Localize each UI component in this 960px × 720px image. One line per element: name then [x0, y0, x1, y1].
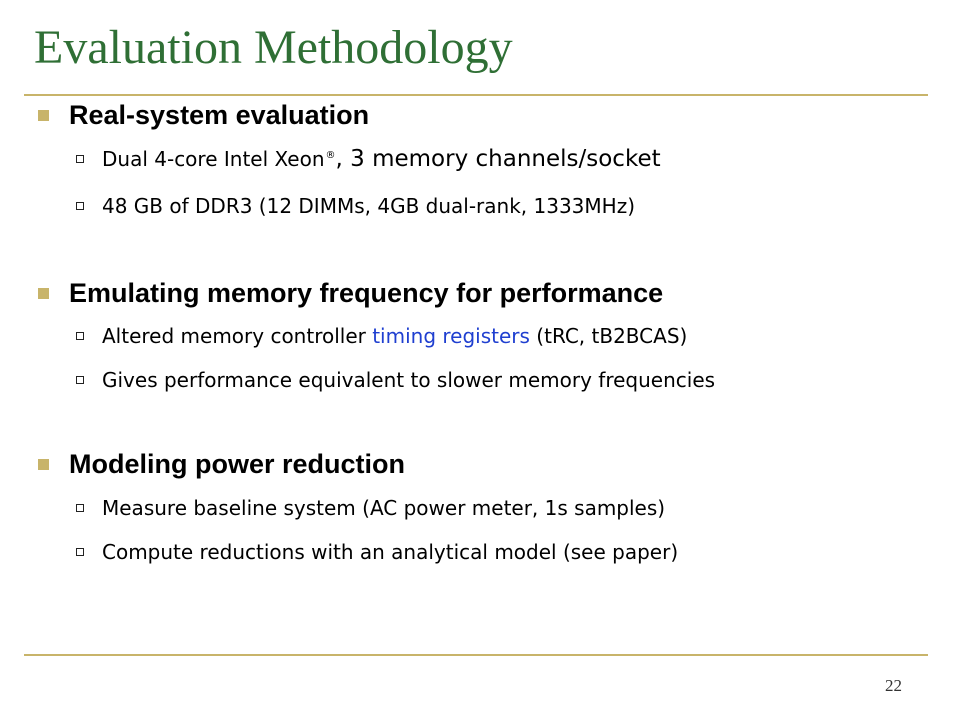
sub-bullet-square-icon: [76, 548, 84, 556]
sub-item-text: Dual 4-core Intel Xeon®, 3 memory channe…: [102, 146, 661, 172]
sub-item-cpu: Dual 4-core Intel Xeon®, 3 memory channe…: [76, 146, 661, 172]
sub-bullet-square-icon: [76, 376, 84, 384]
sub-bullet-square-icon: [76, 155, 84, 163]
sub-item-text: Measure baseline system (AC power meter,…: [102, 496, 666, 520]
sub-item-text: Altered memory controller timing registe…: [102, 324, 687, 348]
sub-item-timing-registers: Altered memory controller timing registe…: [76, 324, 687, 348]
sub-item-text-part: (tRC, tB2BCAS): [529, 324, 688, 348]
sub-item-performance: Gives performance equivalent to slower m…: [76, 368, 715, 392]
sub-bullet-square-icon: [76, 202, 84, 210]
highlighted-term: timing registers: [372, 324, 530, 348]
section-modeling-power: Modeling power reduction: [38, 449, 405, 480]
sub-item-text-part: Altered memory controller: [102, 324, 373, 348]
section-heading: Emulating memory frequency for performan…: [69, 278, 664, 308]
sub-bullet-square-icon: [76, 332, 84, 340]
sub-item-baseline: Measure baseline system (AC power meter,…: [76, 496, 665, 520]
sub-item-memory: 48 GB of DDR3 (12 DIMMs, 4GB dual-rank, …: [76, 194, 635, 218]
footer-divider: [24, 654, 928, 656]
section-heading: Real-system evaluation: [69, 100, 370, 130]
bullet-square-icon: [38, 110, 49, 121]
section-emulating-frequency: Emulating memory frequency for performan…: [38, 278, 663, 309]
page-number: 22: [885, 676, 902, 695]
registered-mark: ®: [325, 150, 336, 162]
sub-item-text: Gives performance equivalent to slower m…: [102, 368, 716, 392]
sub-item-text-part: Dual 4-core Intel Xeon: [102, 147, 325, 171]
sub-item-text-part: , 3 memory channels/socket: [335, 146, 661, 172]
sub-item-text: 48 GB of DDR3 (12 DIMMs, 4GB dual-rank, …: [102, 194, 635, 218]
sub-item-text: Compute reductions with an analytical mo…: [102, 540, 679, 564]
bullet-square-icon: [38, 459, 49, 470]
section-heading: Modeling power reduction: [69, 449, 405, 479]
slide-title: Evaluation Methodology: [34, 21, 513, 74]
section-real-system: Real-system evaluation: [38, 100, 369, 131]
bullet-square-icon: [38, 288, 49, 299]
sub-item-analytical-model: Compute reductions with an analytical mo…: [76, 540, 678, 564]
title-divider: [24, 94, 928, 96]
sub-bullet-square-icon: [76, 504, 84, 512]
